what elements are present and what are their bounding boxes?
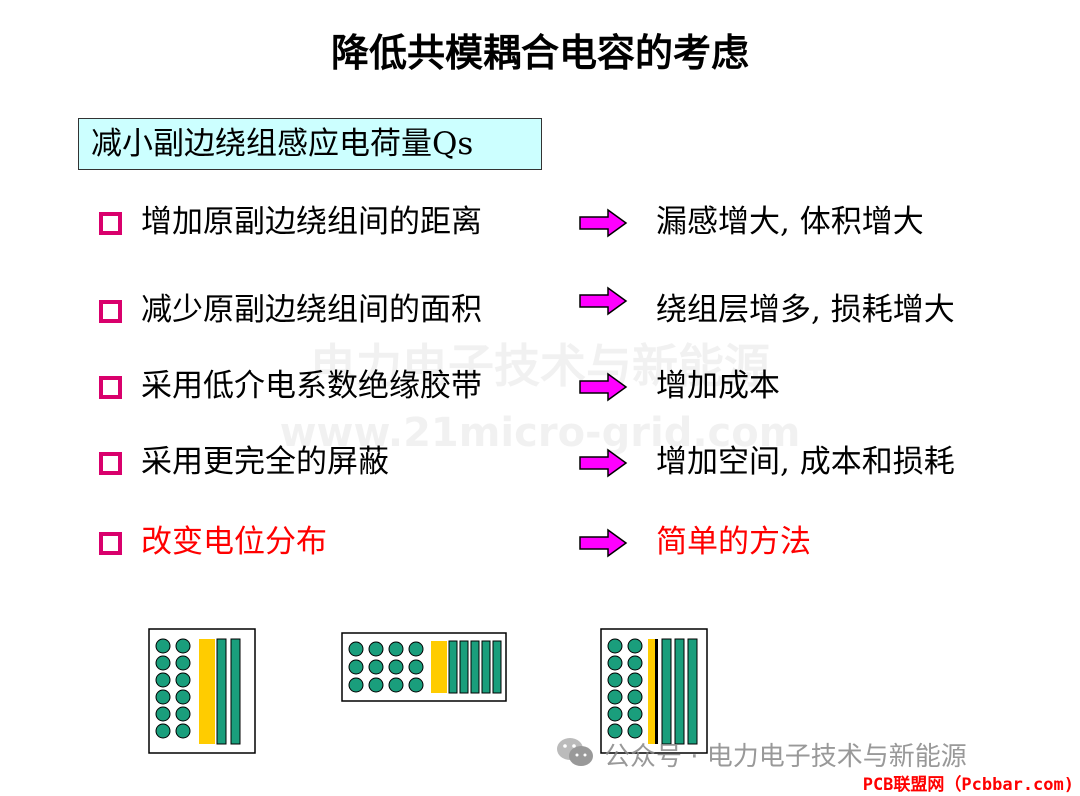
- method-text: 改变电位分布: [141, 524, 327, 560]
- bullet-square-icon: [99, 212, 122, 235]
- effect-text: 增加成本: [656, 368, 780, 404]
- right-arrow-icon: [579, 528, 628, 558]
- list-item: 改变电位分布 简单的方法: [0, 520, 1080, 570]
- winding-diagram-1: [148, 628, 256, 754]
- account-watermark: 公众号 · 电力电子技术与新能源: [604, 742, 967, 772]
- effect-text: 增加空间, 成本和损耗: [656, 444, 955, 480]
- method-text: 减少原副边绕组间的面积: [141, 292, 482, 328]
- method-text: 采用低介电系数绝缘胶带: [141, 368, 482, 404]
- list-item: 采用低介电系数绝缘胶带 增加成本: [0, 364, 1080, 414]
- method-text: 增加原副边绕组间的距离: [141, 204, 482, 240]
- site-tag: PCB联盟网（Pcbbar.com): [862, 775, 1074, 795]
- effect-text: 绕组层增多, 损耗增大: [656, 292, 955, 328]
- effect-text: 漏感增大, 体积增大: [656, 204, 924, 240]
- right-arrow-icon: [579, 372, 628, 402]
- page-title: 降低共模耦合电容的考虑: [330, 30, 749, 75]
- list-item: 增加原副边绕组间的距离 漏感增大, 体积增大: [0, 200, 1080, 250]
- list-item: 采用更完全的屏蔽 增加空间, 成本和损耗: [0, 440, 1080, 490]
- bullet-square-icon: [99, 532, 122, 555]
- list-item: 减少原副边绕组间的面积 绕组层增多, 损耗增大: [0, 286, 1080, 338]
- bullet-square-icon: [99, 452, 122, 475]
- right-arrow-icon: [579, 286, 628, 316]
- subtitle-box: 减小副边绕组感应电荷量Qs: [78, 118, 542, 170]
- right-arrow-icon: [579, 448, 628, 478]
- winding-diagram-3: [600, 628, 708, 754]
- bullet-square-icon: [99, 300, 122, 323]
- method-text: 采用更完全的屏蔽: [141, 444, 389, 480]
- effect-text: 简单的方法: [656, 524, 811, 560]
- wechat-icon: [557, 738, 593, 766]
- right-arrow-icon: [579, 208, 628, 238]
- winding-diagram-2: [341, 632, 507, 702]
- bullet-square-icon: [99, 376, 122, 399]
